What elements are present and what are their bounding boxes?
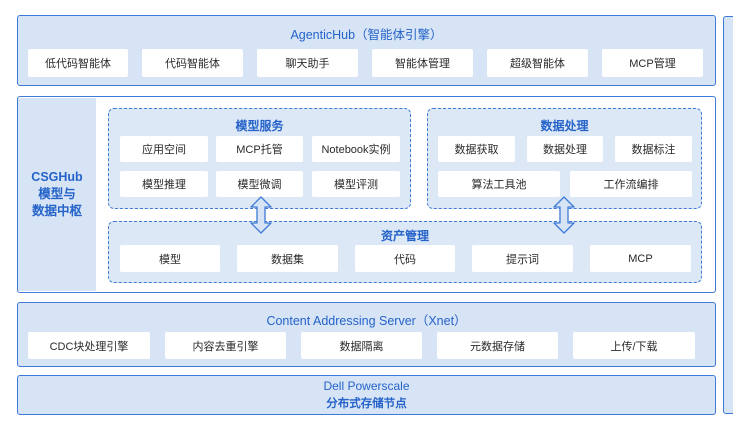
csghub-side-line1: CSGHub [31, 170, 83, 184]
xnet-panel: Content Addressing Server（Xnet） CDC块处理引擎… [17, 302, 716, 367]
data-processing-algo-pool[interactable]: 算法工具池 [438, 171, 560, 197]
csghub-side-line2: 模型与 [38, 187, 76, 201]
data-processing-label[interactable]: 数据标注 [615, 136, 692, 162]
data-processing-workflow[interactable]: 工作流编排 [570, 171, 692, 197]
model-service-finetune[interactable]: 模型微调 [216, 171, 303, 197]
csghub-side-label: CSGHub 模型与 数据中枢 [18, 98, 96, 291]
data-processing-acquire[interactable]: 数据获取 [438, 136, 515, 162]
dell-panel: Dell Powerscale 分布式存储节点 [17, 375, 716, 415]
asset-management-group: 资产管理 模型 数据集 代码 提示词 MCP [108, 221, 702, 283]
model-service-inference[interactable]: 模型推理 [120, 171, 208, 197]
model-service-group: 模型服务 应用空间 MCP托管 Notebook实例 模型推理 模型微调 模型评… [108, 108, 411, 209]
model-service-notebook[interactable]: Notebook实例 [312, 136, 400, 162]
dell-line1: Dell Powerscale [323, 379, 410, 393]
xnet-item-cdc[interactable]: CDC块处理引擎 [28, 332, 150, 359]
agentic-item-code[interactable]: 代码智能体 [142, 49, 243, 77]
xnet-item-metadata[interactable]: 元数据存储 [437, 332, 558, 359]
asset-mcp[interactable]: MCP [590, 245, 691, 272]
agentic-item-mcp[interactable]: MCP管理 [602, 49, 703, 77]
xnet-item-dedup[interactable]: 内容去重引擎 [165, 332, 286, 359]
asset-dataset[interactable]: 数据集 [237, 245, 338, 272]
asset-prompt[interactable]: 提示词 [472, 245, 573, 272]
asset-code[interactable]: 代码 [355, 245, 455, 272]
model-service-title: 模型服务 [235, 119, 284, 133]
asset-management-title: 资产管理 [380, 229, 429, 243]
data-processing-process[interactable]: 数据处理 [527, 136, 603, 162]
agentichub-title: AgenticHub（智能体引擎） [290, 28, 443, 42]
double-arrow-right-icon [553, 196, 575, 234]
dell-line2: 分布式存储节点 [326, 398, 407, 410]
model-service-mcp-hosting[interactable]: MCP托管 [216, 136, 303, 162]
agentic-item-lowcode[interactable]: 低代码智能体 [28, 49, 128, 77]
model-service-app-space[interactable]: 应用空间 [120, 136, 208, 162]
agentichub-panel: AgenticHub（智能体引擎） 低代码智能体 代码智能体 聊天助手 智能体管… [17, 15, 716, 86]
double-arrow-left-icon [250, 196, 272, 234]
agentic-item-super[interactable]: 超级智能体 [487, 49, 588, 77]
xnet-item-isolation[interactable]: 数据隔离 [301, 332, 422, 359]
csghub-side-line3: 数据中枢 [31, 204, 82, 218]
data-processing-title: 数据处理 [540, 119, 589, 133]
agentic-item-manage[interactable]: 智能体管理 [372, 49, 473, 77]
xnet-title: Content Addressing Server（Xnet） [266, 314, 467, 328]
right-edge-panel [723, 16, 733, 414]
model-service-evaluation[interactable]: 模型评测 [312, 171, 400, 197]
asset-model[interactable]: 模型 [120, 245, 220, 272]
data-processing-group: 数据处理 数据获取 数据处理 数据标注 算法工具池 工作流编排 [427, 108, 702, 209]
agentic-item-chat[interactable]: 聊天助手 [257, 49, 358, 77]
xnet-item-upload-download[interactable]: 上传/下载 [573, 332, 695, 359]
